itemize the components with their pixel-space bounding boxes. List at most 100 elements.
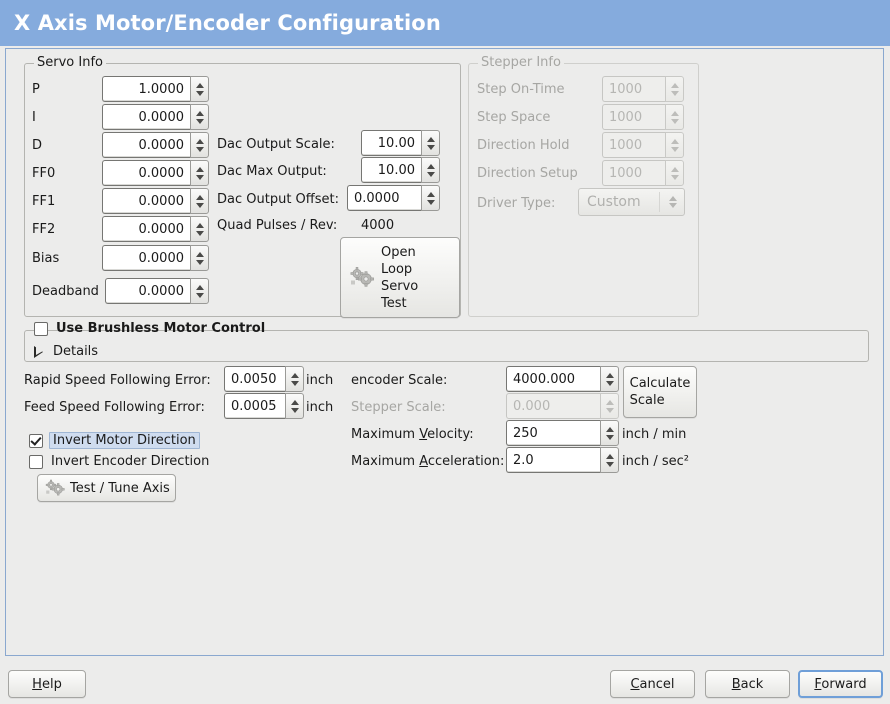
back-button[interactable]: Back xyxy=(705,670,790,698)
dac-output-scale-stepper-buttons[interactable] xyxy=(421,130,440,156)
servo-deadband-spinbox[interactable]: 0.0000 xyxy=(105,278,209,304)
help-button[interactable]: Help xyxy=(8,670,86,698)
window-title-bar: X Axis Motor/Encoder Configuration xyxy=(0,0,890,46)
rapid-speed-stepper-buttons[interactable] xyxy=(285,366,304,392)
servo-bias-value[interactable]: 0.0000 xyxy=(102,245,190,271)
invert-encoder-direction-checkbox[interactable]: Invert Encoder Direction xyxy=(29,454,209,469)
step-on-time-spinbox[interactable]: 1000 xyxy=(602,76,684,102)
dac-max-output-value[interactable]: 10.00 xyxy=(361,157,421,183)
servo-ff2-stepper-buttons[interactable] xyxy=(190,216,209,242)
max-accel-label-part-1: Maximum xyxy=(351,454,420,469)
servo-d-spinbox[interactable]: 0.0000 xyxy=(102,132,209,158)
servo-p-stepper-buttons[interactable] xyxy=(190,76,209,102)
use-brushless-motor-control-checkbox[interactable]: Use Brushless Motor Control xyxy=(34,321,265,336)
servo-i-stepper-buttons[interactable] xyxy=(190,104,209,130)
open-loop-servo-test-label: Open Loop Servo Test xyxy=(381,244,418,312)
servo-ff0-spinbox[interactable]: 0.0000 xyxy=(102,160,209,186)
cancel-button-label: Cancel xyxy=(630,677,674,692)
invert-motor-checkbox-box[interactable] xyxy=(29,433,43,448)
direction-hold-value[interactable]: 1000 xyxy=(602,132,665,158)
servo-ff1-spinbox[interactable]: 0.0000 xyxy=(102,188,209,214)
servo-ff0-stepper-buttons[interactable] xyxy=(190,160,209,186)
feed-speed-following-error-spinbox[interactable]: 0.0005 xyxy=(224,393,304,419)
help-label-rest: elp xyxy=(41,676,62,692)
servo-bias-spinbox[interactable]: 0.0000 xyxy=(102,245,209,271)
max-velocity-label-part-1: Maximum xyxy=(351,427,420,442)
chevron-updown-icon xyxy=(669,196,677,208)
feed-speed-following-error-value[interactable]: 0.0005 xyxy=(224,393,285,419)
invert-motor-direction-label: Invert Motor Direction xyxy=(49,432,200,449)
servo-ff1-value[interactable]: 0.0000 xyxy=(102,188,190,214)
forward-button[interactable]: Forward xyxy=(798,670,883,698)
encoder-scale-value[interactable]: 4000.000 xyxy=(506,366,600,392)
step-space-spinbox[interactable]: 1000 xyxy=(602,104,684,130)
servo-ff2-spinbox[interactable]: 0.0000 xyxy=(102,216,209,242)
dac-max-output-spinbox[interactable]: 10.00 xyxy=(361,157,440,183)
driver-type-select[interactable]: Custom xyxy=(578,188,685,216)
stepper-info-group: Stepper Info xyxy=(468,55,699,317)
servo-label-ff0: FF0 xyxy=(32,166,56,181)
direction-hold-stepper-buttons[interactable] xyxy=(665,132,684,158)
dac-output-scale-value[interactable]: 10.00 xyxy=(361,130,421,156)
dac-output-offset-value[interactable]: 0.0000 xyxy=(347,185,421,211)
step-on-time-stepper-buttons[interactable] xyxy=(665,76,684,102)
maximum-velocity-value[interactable]: 250 xyxy=(506,420,600,446)
servo-d-value[interactable]: 0.0000 xyxy=(102,132,190,158)
brushless-checkbox-box[interactable] xyxy=(34,321,48,336)
feed-speed-stepper-buttons[interactable] xyxy=(285,393,304,419)
servo-deadband-stepper-buttons[interactable] xyxy=(190,278,209,304)
stepper-scale-stepper-buttons[interactable] xyxy=(600,393,619,419)
test-tune-axis-button[interactable]: Test / Tune Axis xyxy=(37,474,176,502)
encoder-scale-spinbox[interactable]: 4000.000 xyxy=(506,366,619,392)
calculate-scale-button[interactable]: Calculate Scale xyxy=(623,366,697,418)
servo-label-bias: Bias xyxy=(32,251,60,266)
stepper-info-frame xyxy=(468,63,699,317)
dac-output-offset-spinbox[interactable]: 0.0000 xyxy=(347,185,440,211)
open-loop-line-3: Servo xyxy=(381,278,419,294)
servo-ff0-value[interactable]: 0.0000 xyxy=(102,160,190,186)
step-on-time-value[interactable]: 1000 xyxy=(602,76,665,102)
stepper-scale-value[interactable]: 0.000 xyxy=(506,393,600,419)
dac-max-output-stepper-buttons[interactable] xyxy=(421,157,440,183)
step-space-label: Step Space xyxy=(477,110,551,125)
maximum-acceleration-spinbox[interactable]: 2.0 xyxy=(506,447,619,473)
dac-output-offset-stepper-buttons[interactable] xyxy=(421,185,440,211)
servo-label-deadband: Deadband xyxy=(32,284,99,299)
invert-motor-direction-checkbox[interactable]: Invert Motor Direction xyxy=(29,432,200,449)
servo-p-spinbox[interactable]: 1.0000 xyxy=(102,76,209,102)
servo-ff2-value[interactable]: 0.0000 xyxy=(102,216,190,242)
servo-deadband-value[interactable]: 0.0000 xyxy=(105,278,190,304)
servo-ff1-stepper-buttons[interactable] xyxy=(190,188,209,214)
dac-output-offset-label: Dac Output Offset: xyxy=(217,192,339,207)
step-space-value[interactable]: 1000 xyxy=(602,104,665,130)
stepper-scale-spinbox[interactable]: 0.000 xyxy=(506,393,619,419)
calculate-scale-line-2: Scale xyxy=(629,393,665,408)
rapid-speed-following-error-spinbox[interactable]: 0.0050 xyxy=(224,366,304,392)
maximum-acceleration-stepper-buttons[interactable] xyxy=(600,447,619,473)
dac-output-scale-label: Dac Output Scale: xyxy=(217,137,335,152)
dac-output-scale-spinbox[interactable]: 10.00 xyxy=(361,130,440,156)
step-space-stepper-buttons[interactable] xyxy=(665,104,684,130)
maximum-velocity-spinbox[interactable]: 250 xyxy=(506,420,619,446)
direction-setup-label: Direction Setup xyxy=(477,166,578,181)
direction-setup-spinbox[interactable]: 1000 xyxy=(602,160,684,186)
maximum-acceleration-value[interactable]: 2.0 xyxy=(506,447,600,473)
encoder-scale-stepper-buttons[interactable] xyxy=(600,366,619,392)
servo-i-value[interactable]: 0.0000 xyxy=(102,104,190,130)
direction-setup-value[interactable]: 1000 xyxy=(602,160,665,186)
invert-encoder-checkbox-box[interactable] xyxy=(29,454,43,469)
servo-d-stepper-buttons[interactable] xyxy=(190,132,209,158)
servo-p-value[interactable]: 1.0000 xyxy=(102,76,190,102)
servo-i-spinbox[interactable]: 0.0000 xyxy=(102,104,209,130)
servo-bias-stepper-buttons[interactable] xyxy=(190,245,209,271)
calculate-scale-label: Calculate Scale xyxy=(630,375,691,409)
direction-setup-stepper-buttons[interactable] xyxy=(665,160,684,186)
maximum-velocity-unit: inch / min xyxy=(622,427,687,442)
details-expander[interactable]: Details xyxy=(34,344,98,359)
cancel-button[interactable]: Cancel xyxy=(610,670,695,698)
direction-hold-spinbox[interactable]: 1000 xyxy=(602,132,684,158)
rapid-speed-following-error-value[interactable]: 0.0050 xyxy=(224,366,285,392)
encoder-scale-label: encoder Scale: xyxy=(351,373,448,388)
open-loop-servo-test-button[interactable]: Open Loop Servo Test xyxy=(340,237,460,318)
maximum-velocity-stepper-buttons[interactable] xyxy=(600,420,619,446)
